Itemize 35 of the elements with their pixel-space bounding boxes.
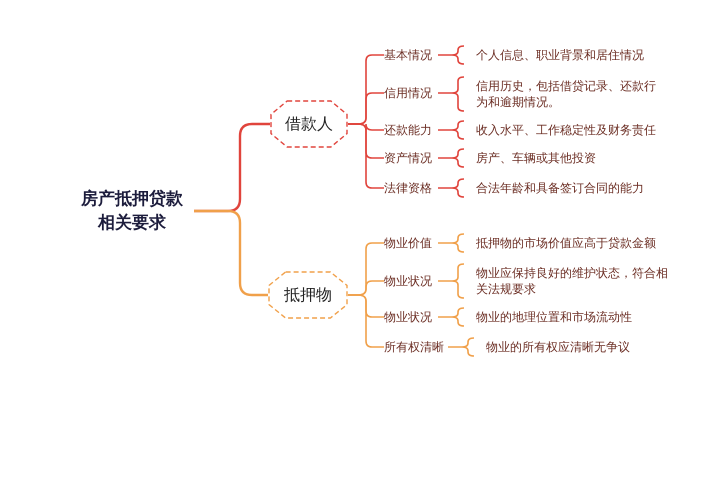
detail-text: 收入水平、工作稳定性及财务责任 (476, 122, 656, 138)
detail-text: 个人信息、职业背景和居住情况 (476, 47, 644, 63)
subtopic-label: 基本情况 (384, 47, 432, 63)
brace (437, 76, 465, 112)
subtopic-label: 物业状况 (384, 273, 432, 289)
subtopic-label: 物业状况 (384, 309, 432, 325)
detail-text: 物业应保持良好的维护状态，符合相关法规要求 (476, 265, 669, 297)
brace (437, 263, 465, 299)
brace-connector (348, 294, 384, 348)
detail-text: 物业的地理位置和市场流动性 (476, 309, 632, 325)
brace (437, 178, 465, 198)
detail-text: 信用历史，包括借贷记录、还款行为和逾期情况。 (476, 78, 657, 110)
subtopic-label: 信用情况 (384, 85, 432, 101)
branch-topic: 借款人 (285, 116, 333, 132)
brace-connector (194, 210, 268, 296)
dashed-hexagon (270, 100, 348, 148)
brace (437, 233, 465, 253)
brace-connector (348, 123, 384, 189)
subtopic-label: 资产情况 (384, 150, 432, 166)
root-topic: 房产抵押贷款相关要求 (80, 188, 184, 235)
subtopic-label: 法律资格 (384, 180, 432, 196)
subtopic-label: 还款能力 (384, 122, 432, 138)
branch-topic: 抵押物 (284, 287, 332, 303)
detail-text: 合法年龄和具备签订合同的能力 (476, 180, 644, 196)
brace (437, 120, 465, 140)
brace (437, 148, 465, 168)
detail-text: 物业的所有权应清晰无争议 (486, 339, 630, 355)
subtopic-label: 所有权清晰 (384, 339, 444, 355)
detail-text: 抵押物的市场价值应高于贷款金额 (476, 235, 656, 251)
dashed-hexagon (268, 271, 348, 319)
brace (437, 45, 465, 65)
brace (447, 337, 475, 357)
subtopic-label: 物业价值 (384, 235, 432, 251)
brace (437, 307, 465, 327)
detail-text: 房产、车辆或其他投资 (476, 150, 596, 166)
